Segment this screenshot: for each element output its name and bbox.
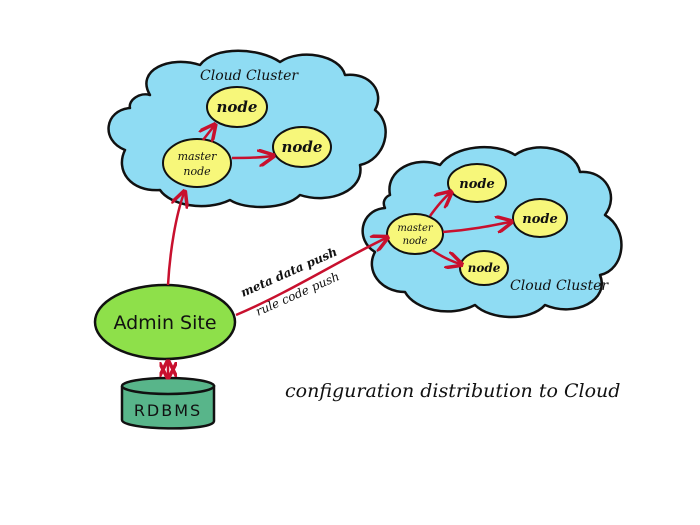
cluster-right-label: Cloud Cluster bbox=[510, 278, 609, 294]
arrow-master-right-to-lower bbox=[431, 248, 460, 264]
admin-site-shape bbox=[93, 283, 237, 361]
rdbms-top bbox=[120, 376, 216, 396]
master-node-top bbox=[162, 138, 232, 188]
node-top-right bbox=[272, 126, 332, 168]
rdbms-label: RDBMS bbox=[134, 401, 202, 420]
arrow-master-top-to-upper bbox=[203, 126, 214, 140]
arrow-admin-to-right-master bbox=[235, 238, 386, 317]
cloud-cluster-top: Cloud Cluster node master node node bbox=[107, 49, 387, 209]
master-node-right bbox=[386, 213, 444, 255]
cloud-cluster-right: Cloud Cluster master node node node node bbox=[361, 145, 623, 319]
master-node-right-label-1: master bbox=[397, 223, 434, 234]
master-node-top-label-1: master bbox=[178, 150, 218, 163]
rdbms-database: RDBMS bbox=[120, 376, 216, 430]
rdbms-body bbox=[120, 385, 216, 430]
master-node-right-label-2: node bbox=[403, 236, 428, 247]
node-top-upper-label: node bbox=[217, 98, 258, 116]
admin-site: Admin Site bbox=[93, 283, 237, 361]
node-right-middle-label: node bbox=[522, 212, 557, 227]
node-top-right-label: node bbox=[282, 138, 323, 156]
arrow-master-right-to-upper bbox=[428, 193, 450, 217]
arrow-master-right-to-middle bbox=[442, 222, 510, 232]
admin-site-label: Admin Site bbox=[113, 312, 216, 334]
node-right-upper bbox=[447, 163, 507, 203]
arrow-master-top-to-right bbox=[231, 156, 272, 158]
node-right-lower-label: node bbox=[468, 261, 501, 275]
node-top-upper bbox=[206, 86, 268, 128]
diagram-caption: configuration distribution to Cloud bbox=[285, 380, 620, 402]
cloud-shape-right bbox=[361, 145, 623, 319]
cluster-top-label: Cloud Cluster bbox=[200, 68, 299, 84]
arrow-admin-to-top-master bbox=[166, 193, 184, 286]
node-right-upper-label: node bbox=[459, 177, 494, 192]
master-node-top-label-2: node bbox=[183, 165, 211, 178]
